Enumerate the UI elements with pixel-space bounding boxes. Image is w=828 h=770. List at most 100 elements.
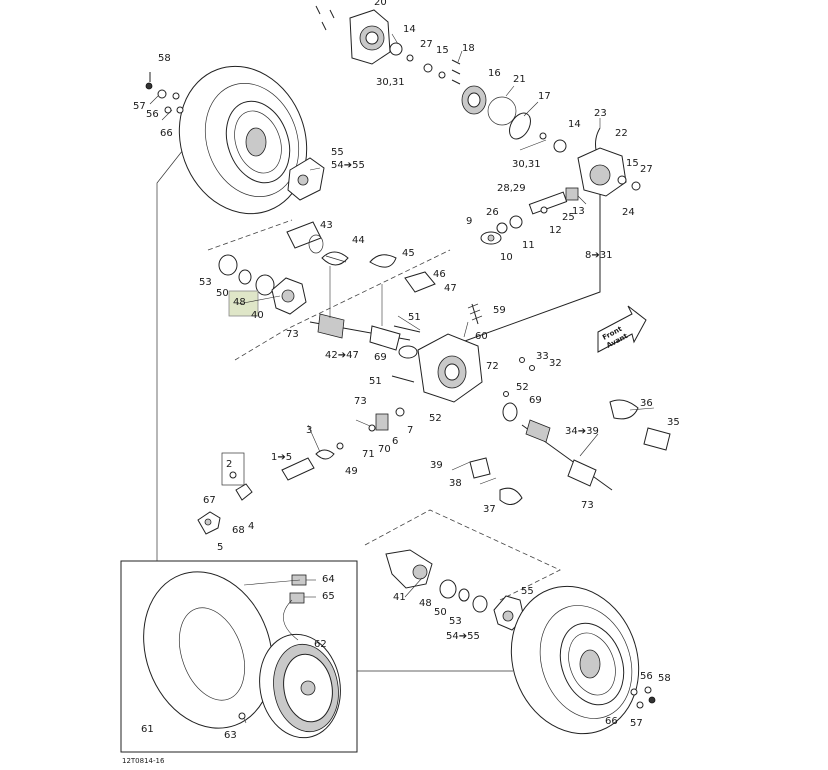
part-2-ball: [229, 471, 237, 479]
bearing-48a: [255, 274, 275, 296]
clamp-49: [336, 442, 344, 450]
label-58b: 58: [658, 673, 671, 684]
ring-30-31a: [406, 54, 414, 62]
label-24: 24: [622, 207, 635, 218]
label-44: 44: [352, 235, 365, 246]
boot-45: [369, 254, 397, 268]
label-3: 3: [306, 425, 312, 436]
ring-50b: [458, 588, 470, 602]
dashed-group-outline-lower: [364, 509, 561, 601]
ring-30-31b: [539, 132, 547, 140]
hub-upper-left: [287, 157, 325, 201]
shaft-1-5: [281, 457, 315, 481]
leader-lines: [149, 33, 655, 724]
wheel-nuts-upper-left: [145, 72, 184, 114]
washer-26: [496, 222, 508, 234]
label-65: 65: [322, 591, 335, 602]
seal-53a: [218, 254, 238, 276]
label-27b: 27: [640, 164, 653, 175]
label-49: 49: [345, 466, 358, 477]
housing-22: [577, 147, 627, 197]
dashed-group-outline-upper: [207, 219, 293, 251]
tire-61: [143, 571, 273, 729]
label-22: 22: [615, 128, 628, 139]
seal-14a: [389, 42, 403, 56]
spring-6: [375, 413, 389, 431]
label-21: 21: [513, 74, 526, 85]
bolts-51: [391, 325, 421, 383]
boot-36: [609, 399, 639, 420]
bolts-top: [315, 5, 335, 31]
differential-housing: [417, 333, 483, 403]
label-43: 43: [320, 220, 333, 231]
label-53a: 53: [199, 277, 212, 288]
hub-lower-right: [493, 595, 525, 631]
label-60: 60: [475, 331, 488, 342]
label-62: 62: [314, 639, 327, 650]
label-54-55a: 54➔55: [331, 160, 365, 171]
label-56a: 56: [146, 109, 159, 120]
label-72: 72: [486, 361, 499, 372]
seal-17: [509, 112, 531, 140]
label-7: 7: [407, 425, 413, 436]
label-56b: 56: [640, 671, 653, 682]
ring-71: [368, 424, 376, 432]
label-33: 33: [536, 351, 549, 362]
wheel-nuts-lower-right: [630, 686, 656, 709]
wheel-upper-left: [178, 65, 308, 215]
label-68: 68: [232, 525, 245, 536]
label-14b: 14: [568, 119, 581, 130]
ring-15a: [438, 71, 446, 79]
label-69a: 69: [374, 352, 387, 363]
label-32: 32: [549, 358, 562, 369]
label-58a: 58: [158, 53, 171, 64]
label-30-31b: 30,31: [512, 159, 541, 170]
label-16: 16: [488, 68, 501, 79]
inset-frame: [120, 560, 358, 753]
label-59: 59: [493, 305, 506, 316]
label-45: 45: [402, 248, 415, 259]
bolts-18: [451, 59, 461, 85]
o-ring-69a: [398, 345, 418, 359]
label-2: 2: [226, 459, 232, 470]
label-4: 4: [248, 521, 254, 532]
ring-7: [395, 407, 405, 417]
label-36: 36: [640, 398, 653, 409]
label-5: 5: [217, 542, 223, 553]
housing-20: [349, 9, 391, 65]
ring-12: [540, 206, 548, 214]
label-57b: 57: [630, 718, 643, 729]
label-23: 23: [594, 108, 607, 119]
label-39: 39: [430, 460, 443, 471]
label-46: 46: [433, 269, 446, 280]
joint-35: [643, 427, 671, 451]
label-53b: 53: [449, 616, 462, 627]
label-61: 61: [141, 724, 154, 735]
connector-line-left: [156, 149, 184, 561]
label-26: 26: [486, 207, 499, 218]
label-48b: 48: [419, 598, 432, 609]
label-52b: 52: [429, 413, 442, 424]
boot-3: [315, 449, 335, 460]
bearing-11: [509, 215, 523, 229]
figure-code: 12T0814-16: [122, 757, 165, 765]
seal-14b: [553, 139, 567, 153]
ring-27a: [423, 63, 433, 73]
label-73c: 73: [581, 500, 594, 511]
label-51b: 51: [369, 376, 382, 387]
label-14a: 14: [403, 24, 416, 35]
label-57a: 57: [133, 101, 146, 112]
boot-37-38: [469, 457, 523, 505]
label-47: 47: [444, 283, 457, 294]
label-18: 18: [462, 43, 475, 54]
label-37: 37: [483, 504, 496, 515]
label-30-31a: 30,31: [376, 77, 405, 88]
label-69b: 69: [529, 395, 542, 406]
vent-tube-23: [595, 127, 601, 151]
o-ring-21: [487, 96, 517, 126]
label-6: 6: [392, 436, 398, 447]
label-11: 11: [522, 240, 535, 251]
ring-50a: [238, 269, 252, 285]
seal-53b: [472, 595, 488, 613]
